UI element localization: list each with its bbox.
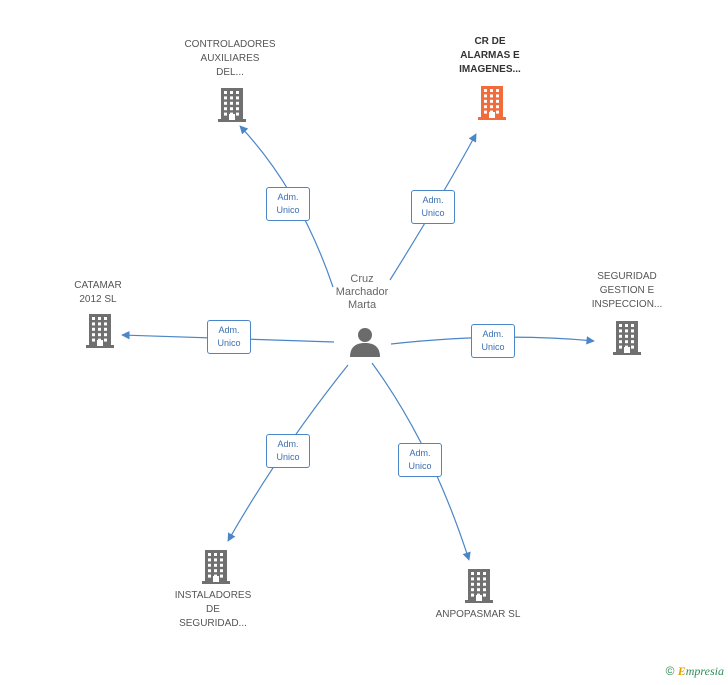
relation-box[interactable]: Adm. Unico xyxy=(411,190,455,224)
relation-box[interactable]: Adm. Unico xyxy=(471,324,515,358)
brand-logo: Empresia xyxy=(677,664,724,678)
building-icon[interactable] xyxy=(218,88,246,127)
relation-box[interactable]: Adm. Unico xyxy=(266,434,310,468)
copyright-symbol: © xyxy=(665,664,675,678)
company-label-catamar[interactable]: CATAMAR 2012 SL xyxy=(74,280,122,305)
person-icon[interactable] xyxy=(349,327,381,357)
company-label-controladores[interactable]: CONTROLADORES AUXILIARES DEL... xyxy=(184,39,276,78)
building-icon[interactable] xyxy=(613,321,641,360)
relation-box[interactable]: Adm. Unico xyxy=(398,443,442,477)
person-name[interactable]: Cruz Marchador Marta xyxy=(335,273,389,311)
building-icon[interactable] xyxy=(465,569,493,608)
company-label-anpopasmar[interactable]: ANPOPASMAR SL xyxy=(435,609,521,620)
building-icon[interactable] xyxy=(478,86,506,125)
company-label-instaladores[interactable]: INSTALADORES DE SEGURIDAD... xyxy=(174,590,252,629)
company-label-cr-alarmas[interactable]: CR DE ALARMAS E IMAGENES... xyxy=(459,36,521,75)
building-icon[interactable] xyxy=(202,550,230,589)
building-icon[interactable] xyxy=(86,314,114,353)
relation-box[interactable]: Adm. Unico xyxy=(266,187,310,221)
footer-brand: © Empresia xyxy=(666,664,724,679)
company-label-seguridad-gestion[interactable]: SEGURIDAD GESTION E INSPECCION... xyxy=(591,271,663,310)
relation-box[interactable]: Adm. Unico xyxy=(207,320,251,354)
